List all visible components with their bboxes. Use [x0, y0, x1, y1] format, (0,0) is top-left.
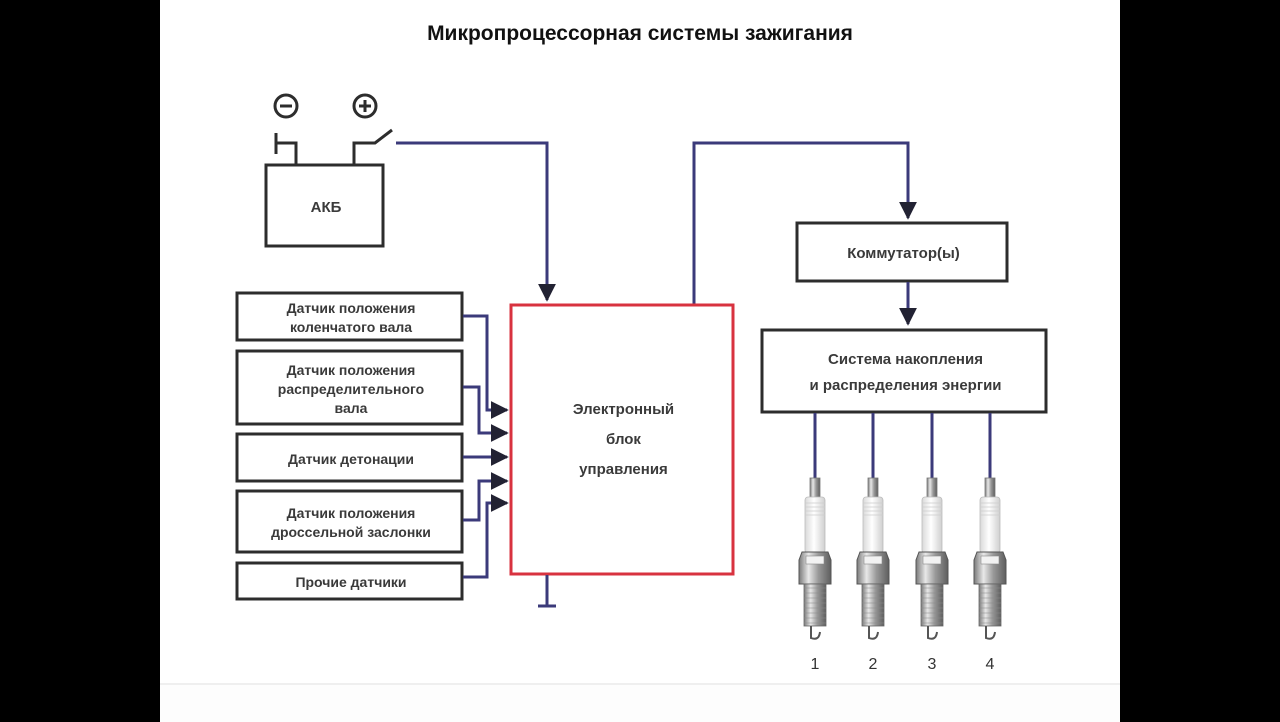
sensor-label-crankshaft: Датчик положения коленчатого вала — [286, 300, 416, 335]
minus-terminal-icon — [273, 93, 299, 119]
ignition-switch-icon — [352, 128, 393, 165]
spark-plugs-group — [798, 413, 1007, 640]
spark-plug-number: 3 — [927, 656, 937, 673]
spark-plug-icon — [856, 413, 890, 640]
sensor-label-camshaft: Датчик положения распределительного вала — [277, 361, 425, 416]
wire-camshaft-to-ecu — [463, 385, 509, 442]
sensor-box-throttle — [235, 489, 464, 554]
wire-ecu-to-commutator — [692, 141, 917, 304]
wire-crankshaft-to-ecu — [463, 314, 509, 419]
spark-plug-icon — [915, 413, 949, 640]
wire-battery-to-ecu — [396, 141, 556, 302]
commutator-label: Коммутатор(ы) — [847, 245, 960, 262]
wire-other-to-ecu — [463, 494, 509, 579]
minus-terminal-post — [274, 133, 298, 165]
diagram-title: Микропроцессорная системы зажигания — [427, 22, 853, 45]
spark-plug-number: 1 — [810, 656, 820, 673]
wire-throttle-to-ecu — [463, 472, 509, 522]
sensor-box-other — [235, 561, 464, 601]
spark-plug-number: 2 — [868, 656, 878, 673]
battery-label: АКБ — [310, 198, 342, 216]
energy-system-label: Система накопления и распределения энерг… — [809, 350, 1002, 394]
energy-system-box — [760, 328, 1048, 414]
sensor-box-camshaft — [235, 349, 464, 426]
ecu-ground-icon — [538, 575, 556, 608]
plus-terminal-icon — [352, 93, 378, 119]
commutator-box — [795, 221, 1009, 283]
sensor-box-knock — [235, 432, 464, 483]
sensor-box-crankshaft — [235, 291, 464, 342]
sensor-label-knock: Датчик детонации — [287, 450, 415, 467]
spark-plug-icon — [798, 413, 832, 640]
sensor-label-throttle: Датчик положения дроссельной заслонки — [271, 505, 431, 540]
spark-plug-number: 4 — [985, 656, 995, 673]
spark-plug-icon — [973, 413, 1007, 640]
ecu-box — [509, 303, 735, 576]
slide-footer — [160, 683, 1120, 722]
ecu-label: Электронный блок управления — [572, 401, 675, 478]
sensor-label-other: Прочие датчики — [295, 574, 407, 590]
battery-box — [264, 163, 385, 248]
